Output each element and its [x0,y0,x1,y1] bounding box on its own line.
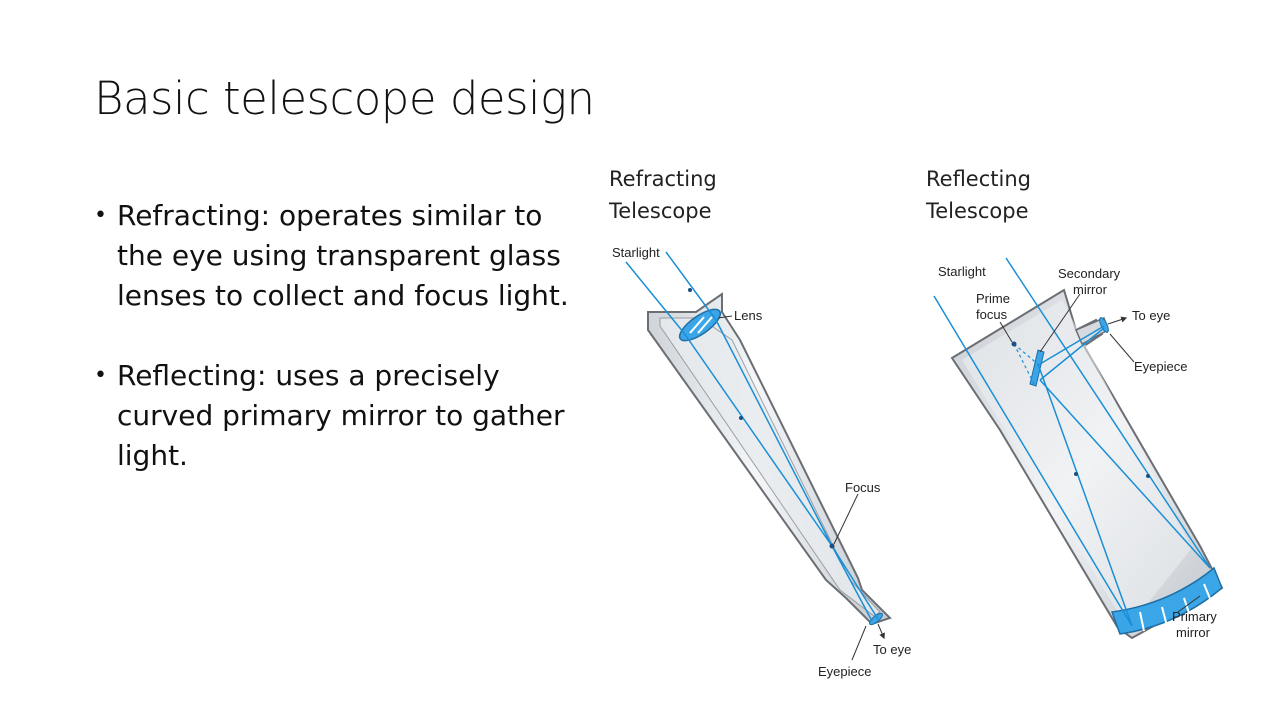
bullet-label: Refracting: [117,199,271,232]
bullet-text: operates similar to the eye using transp… [117,199,569,312]
ray-arrow-icon [688,288,692,292]
label-prime: Prime [976,291,1010,306]
refracting-heading: Refracting Telescope [609,167,717,223]
bullet-dot-icon: • [94,203,107,228]
primary-mirror [1110,566,1223,635]
mirror-stripe [1203,583,1212,602]
leader-eyepiece [851,625,867,661]
label-secondary: Secondary [1058,266,1121,281]
focus-ray [715,319,833,547]
ray-arrow-icon [1074,472,1078,476]
focus-ray [831,545,879,620]
ray-arrow-icon [739,416,743,420]
refracting-diagram: Starlight Lens Focus To eye Eyepiece [612,245,911,679]
label-starlight: Starlight [938,264,986,279]
to-eye-arrow [1107,316,1128,325]
label-primary: Primary [1172,609,1217,624]
bullet-reflecting: • Reflecting: uses a precisely curved pr… [94,356,594,476]
starlight-ray [625,261,685,334]
prime-focus-dashed [1013,343,1041,385]
label-prime: focus [976,307,1008,322]
label-starlight: Starlight [612,245,660,260]
label-secondary: mirror [1073,282,1108,297]
label-primary: mirror [1176,625,1211,640]
focus-ray [683,332,833,547]
reflector-tube-inner [962,300,1192,628]
label-eyepiece: Eyepiece [818,664,871,679]
leader-secondary [1039,293,1081,353]
bullet-refracting: • Refracting: operates similar to the ey… [94,196,594,316]
leader-eyepiece [1109,333,1135,363]
bullet-dot-icon: • [94,363,107,388]
leader-prime-focus [999,321,1013,343]
starlight-ray [933,295,1133,627]
eyepiece-lens [1099,317,1109,333]
eyepiece-ray [1039,327,1105,381]
slide-title: Basic telescope design [94,72,595,125]
lens-stripe [697,316,713,334]
lens-stripe [689,316,705,334]
reflected-ray [1039,379,1211,569]
mirror-stripe [1139,611,1145,632]
reflecting-diagram: Starlight Secondary mirror Prime focus T… [933,257,1224,640]
starlight-ray [665,251,717,321]
label-lens: Lens [734,308,763,323]
ray-arrow-icon [1146,474,1150,478]
label-focus: Focus [845,480,881,495]
label-to-eye: To eye [873,642,911,657]
label-to-eye: To eye [1132,308,1170,323]
focus-ray [831,545,873,622]
label-eyepiece: Eyepiece [1134,359,1187,374]
leader-lens [717,315,733,319]
starlight-ray [1005,257,1211,569]
leader-primary [1177,595,1201,613]
bullet-label: Reflecting: [117,359,267,392]
reflecting-heading: Reflecting Telescope [926,167,1031,223]
secondary-mirror [1029,349,1045,387]
eyepiece-lens [869,612,883,626]
prime-focus-point [1011,341,1017,347]
bullet-list: • Refracting: operates similar to the ey… [94,196,594,476]
mirror-stripe [1161,606,1168,627]
reflected-ray [1037,363,1133,627]
mirror-stripe [1183,597,1191,617]
bullet-text: uses a precisely curved primary mirror t… [117,359,565,472]
focus-point [829,543,835,549]
leader-focus [833,493,859,545]
eyepiece-ray [1039,325,1105,365]
to-eye-arrow [877,623,885,640]
